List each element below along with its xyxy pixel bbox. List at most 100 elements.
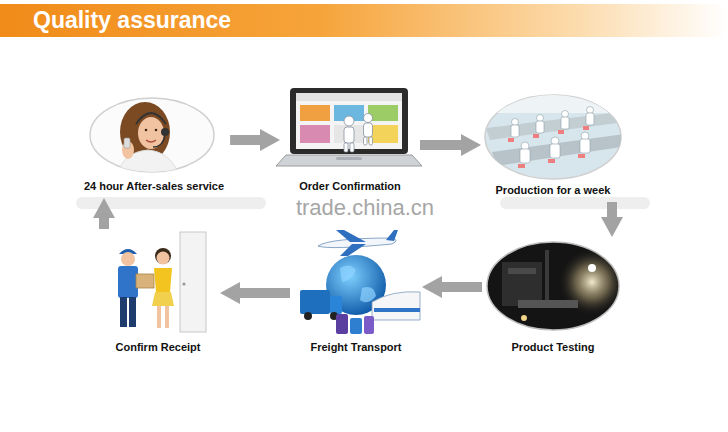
step-caption: Product Testing bbox=[485, 341, 621, 354]
laptop-picture bbox=[369, 137, 373, 145]
support-agent-picture bbox=[90, 98, 214, 178]
laptop-picture bbox=[364, 137, 368, 145]
freight-picture bbox=[360, 287, 376, 302]
support-agent-picture bbox=[161, 128, 169, 136]
factory-picture bbox=[480, 95, 630, 179]
blur-band bbox=[76, 197, 266, 209]
step-caption: Freight Transport bbox=[293, 341, 419, 354]
delivery-picture bbox=[136, 274, 154, 288]
delivery-picture bbox=[182, 282, 185, 285]
delivery-picture bbox=[118, 232, 206, 332]
factory-picture bbox=[508, 126, 589, 168]
delivery-picture bbox=[118, 266, 138, 298]
laptop-picture bbox=[334, 125, 364, 143]
delivery-picture bbox=[154, 268, 172, 292]
step-caption: 24 hour After-sales service bbox=[81, 180, 227, 193]
testing-picture bbox=[502, 248, 626, 321]
laptop-picture bbox=[290, 88, 408, 154]
laptop-picture bbox=[364, 114, 373, 123]
support-agent-picture bbox=[146, 140, 156, 142]
support-agent-picture bbox=[116, 102, 180, 178]
freight-picture bbox=[330, 296, 342, 314]
process-step: Order Confirmation bbox=[283, 86, 417, 195]
factory-picture bbox=[580, 139, 590, 153]
laptop-picture bbox=[276, 155, 422, 166]
factory-picture bbox=[520, 149, 530, 163]
delivery-picture bbox=[180, 232, 206, 332]
flow-arrow bbox=[442, 282, 482, 292]
delivery-picture bbox=[152, 292, 174, 306]
flow-arrow bbox=[607, 202, 617, 217]
testing-picture bbox=[502, 262, 542, 306]
title-banner bbox=[0, 4, 728, 37]
delivery-picture bbox=[129, 297, 136, 327]
laptop-picture bbox=[364, 123, 373, 137]
laptop-picture bbox=[296, 93, 402, 149]
testing-picture bbox=[588, 264, 596, 272]
laptop-picture bbox=[344, 143, 348, 152]
process-step: Production for a week bbox=[484, 94, 622, 199]
factory-picture bbox=[492, 134, 628, 166]
delivery-picture bbox=[157, 306, 161, 328]
factory-picture bbox=[480, 95, 630, 113]
support-agent-picture bbox=[155, 129, 158, 132]
laptop-picture bbox=[344, 127, 354, 143]
freight-picture bbox=[300, 230, 420, 334]
laptop-picture bbox=[296, 93, 402, 101]
laptop-picture bbox=[276, 88, 422, 166]
testing-picture bbox=[545, 250, 549, 300]
laptop-picture bbox=[336, 157, 362, 160]
delivery-picture bbox=[157, 252, 170, 265]
laptop-picture bbox=[300, 105, 330, 121]
factory-picture bbox=[583, 126, 589, 130]
factory-picture bbox=[587, 107, 594, 114]
freight-picture bbox=[374, 308, 420, 312]
testing-picture bbox=[508, 268, 536, 274]
freight-picture bbox=[304, 312, 312, 320]
freight-picture bbox=[350, 318, 362, 334]
factory-picture bbox=[562, 111, 569, 118]
support-agent-picture bbox=[124, 138, 130, 148]
support-agent-picture bbox=[138, 117, 164, 149]
factory-picture bbox=[518, 164, 525, 168]
step-caption: Production for a week bbox=[484, 184, 622, 197]
flow-arrow bbox=[420, 140, 461, 150]
testing-picture bbox=[518, 300, 578, 308]
factory-picture bbox=[548, 159, 555, 163]
freight-picture bbox=[340, 244, 366, 256]
delivery-picture bbox=[165, 306, 169, 328]
factory-picture bbox=[480, 95, 630, 168]
process-step: Confirm Receipt bbox=[99, 232, 217, 356]
factory-picture bbox=[550, 144, 560, 158]
freight-picture bbox=[372, 292, 420, 320]
freight-picture bbox=[336, 314, 348, 334]
flow-arrow bbox=[240, 288, 290, 298]
blur-band bbox=[500, 197, 650, 209]
freight-picture bbox=[300, 290, 330, 314]
freight-picture bbox=[386, 230, 398, 241]
title-banner bbox=[0, 4, 728, 37]
freight-picture bbox=[336, 230, 366, 242]
process-step: Product Testing bbox=[485, 240, 621, 356]
flow-arrow bbox=[99, 218, 109, 229]
factory-picture bbox=[508, 138, 514, 142]
factory-picture bbox=[586, 113, 594, 125]
laptop-picture bbox=[344, 114, 373, 153]
process-step: 24 hour After-sales service bbox=[81, 98, 227, 195]
connector-layer bbox=[104, 140, 612, 293]
factory-picture bbox=[486, 112, 625, 140]
laptop-picture bbox=[300, 125, 330, 143]
laptop-picture bbox=[350, 143, 354, 152]
watermark: trade.china.cn bbox=[296, 195, 434, 221]
testing-picture bbox=[487, 242, 626, 330]
support-agent-picture bbox=[145, 129, 148, 132]
support-agent-picture bbox=[136, 113, 166, 124]
factory-picture bbox=[578, 154, 585, 158]
step-caption: Order Confirmation bbox=[283, 180, 417, 193]
support-agent-picture bbox=[153, 135, 165, 147]
testing-picture bbox=[521, 315, 527, 321]
factory-picture bbox=[561, 117, 569, 129]
flow-arrow bbox=[230, 135, 260, 145]
factory-picture bbox=[511, 125, 519, 137]
delivery-picture bbox=[155, 248, 171, 264]
